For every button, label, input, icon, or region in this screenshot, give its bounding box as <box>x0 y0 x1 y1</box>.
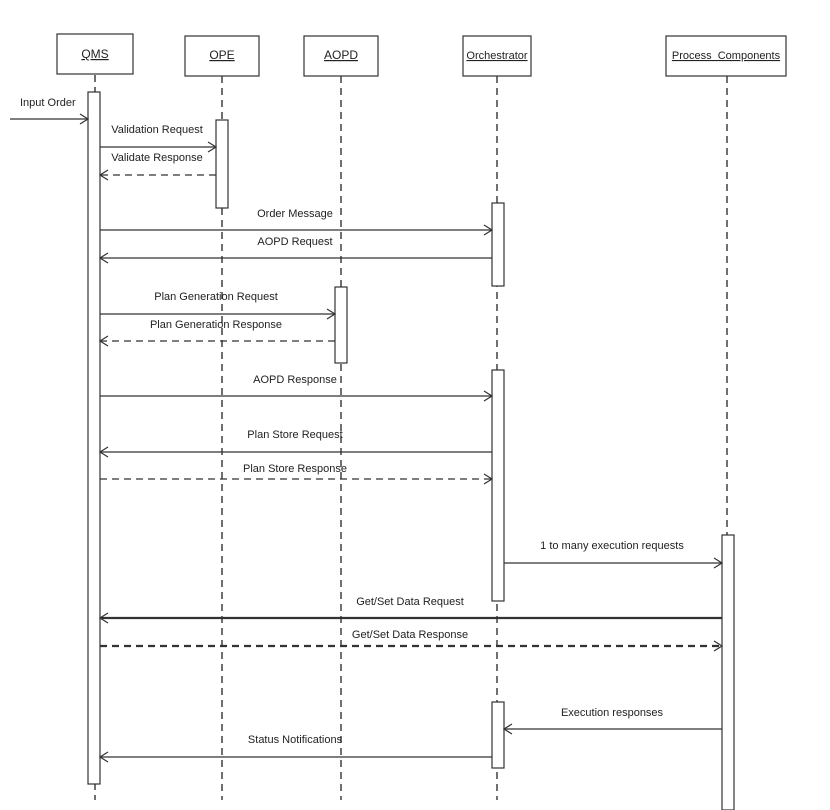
actor-label-process-components: Process Components <box>672 50 781 62</box>
actor-label-ope: OPE <box>209 48 234 62</box>
message-label-validate-response: Validate Response <box>111 152 203 164</box>
actors: QMS OPE AOPD Orchestrator Process Compon… <box>56 33 787 77</box>
message-label-input-order: Input Order <box>20 97 76 109</box>
message-label-get-set-data-response: Get/Set Data Response <box>352 629 468 641</box>
arrowhead <box>98 252 109 264</box>
arrowhead <box>98 612 109 624</box>
message-plan-store-response: Plan Store Response <box>100 463 494 485</box>
lifelines <box>94 75 728 800</box>
message-plan-generation-request: Plan Generation Request <box>100 291 337 320</box>
arrowhead <box>326 308 337 320</box>
message-execution-requests: 1 to many execution requests <box>504 540 724 569</box>
message-label-plan-store-request: Plan Store Request <box>247 429 342 441</box>
arrowhead <box>713 557 724 569</box>
actor-box-qms <box>56 33 134 75</box>
arrowhead <box>98 446 109 458</box>
arrowhead <box>98 751 109 763</box>
message-input-order: Input Order <box>10 97 90 125</box>
message-order-message: Order Message <box>100 208 494 236</box>
actor-qms: QMS <box>56 33 134 75</box>
activation-orchestrator-1 <box>491 202 505 287</box>
arrowhead <box>483 224 494 236</box>
arrowhead <box>98 335 109 347</box>
message-label-plan-store-response: Plan Store Response <box>243 463 347 475</box>
message-plan-generation-response: Plan Generation Response <box>98 319 335 347</box>
actor-box-orchestrator <box>462 35 532 77</box>
message-aopd-response: AOPD Response <box>100 374 494 402</box>
message-label-aopd-request: AOPD Request <box>257 236 332 248</box>
message-aopd-request: AOPD Request <box>98 236 492 264</box>
activation-process-components <box>721 534 735 810</box>
arrowhead <box>713 640 724 652</box>
actor-box-ope <box>184 35 260 77</box>
arrowhead <box>483 473 494 485</box>
messages: Input Order Validation Request Validate … <box>10 97 724 763</box>
actor-aopd: AOPD <box>303 35 379 77</box>
message-label-get-set-data-request: Get/Set Data Request <box>356 596 464 608</box>
arrowhead <box>483 390 494 402</box>
message-label-plan-generation-request: Plan Generation Request <box>154 291 278 303</box>
message-get-set-data-response: Get/Set Data Response <box>100 629 724 652</box>
arrowhead <box>502 723 513 735</box>
activation-orchestrator-3 <box>491 701 505 769</box>
message-label-validation-request: Validation Request <box>111 124 203 136</box>
message-label-aopd-response: AOPD Response <box>253 374 337 386</box>
message-label-execution-requests: 1 to many execution requests <box>540 540 684 552</box>
actor-process-components: Process Components <box>665 35 787 77</box>
arrowhead <box>98 169 109 181</box>
activation-ope <box>215 119 229 209</box>
message-validation-request: Validation Request <box>100 124 218 153</box>
actor-label-qms: QMS <box>81 47 108 61</box>
message-plan-store-request: Plan Store Request <box>98 429 492 458</box>
actor-ope: OPE <box>184 35 260 77</box>
actor-label-aopd: AOPD <box>324 48 358 62</box>
activation-aopd <box>334 286 348 364</box>
message-label-execution-responses: Execution responses <box>561 707 664 719</box>
actor-box-process-components <box>665 35 787 77</box>
activation-orchestrator-2 <box>491 369 505 602</box>
message-label-status-notifications: Status Notifications <box>248 734 343 746</box>
message-status-notifications: Status Notifications <box>98 734 492 763</box>
message-execution-responses: Execution responses <box>502 707 722 735</box>
message-label-order-message: Order Message <box>257 208 333 220</box>
message-label-plan-generation-response: Plan Generation Response <box>150 319 282 331</box>
activations <box>87 91 735 810</box>
message-get-set-data-request: Get/Set Data Request <box>98 596 722 624</box>
message-validate-response: Validate Response <box>98 152 216 181</box>
arrowhead <box>79 113 90 125</box>
activation-qms <box>87 91 101 785</box>
actor-orchestrator: Orchestrator <box>462 35 532 77</box>
arrowhead <box>207 141 218 153</box>
actor-label-orchestrator: Orchestrator <box>466 50 527 62</box>
actor-box-aopd <box>303 35 379 77</box>
